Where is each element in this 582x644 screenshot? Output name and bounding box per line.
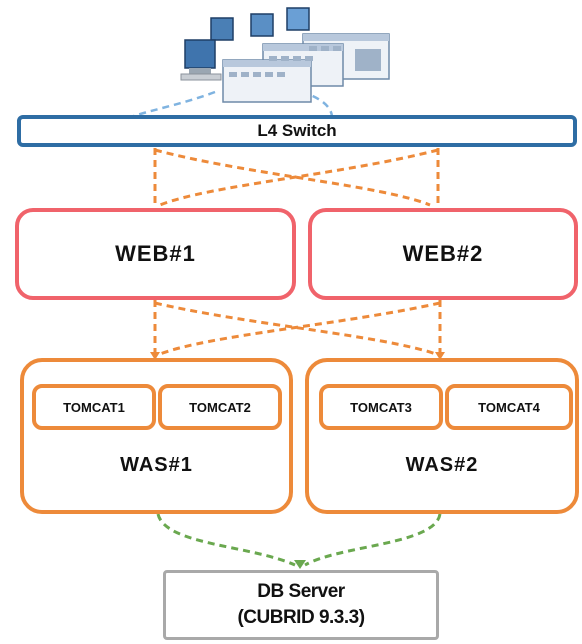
arrow-head (294, 560, 306, 569)
was-db-right (304, 513, 442, 567)
db-server-version: (CUBRID 9.3.3) (237, 607, 365, 628)
web-server-2: WEB#2 (308, 208, 578, 300)
client-link-left (127, 90, 216, 120)
was-db-left (156, 513, 296, 567)
arrow-head (435, 352, 445, 360)
web-server-2-label: WEB#2 (402, 241, 484, 266)
tomcat-1: TOMCAT1 (32, 384, 156, 430)
db-server: DB Server (CUBRID 9.3.3) (163, 570, 439, 640)
tomcat-4-label: TOMCAT4 (478, 399, 540, 415)
was-server-2-label: WAS#2 (405, 454, 479, 476)
was-server-1-label: WAS#1 (120, 454, 193, 476)
was-server-2: TOMCAT3 TOMCAT4 WAS#2 (305, 358, 579, 514)
l4-switch-label: L4 Switch (257, 121, 337, 140)
tomcat-2-label: TOMCAT2 (189, 399, 251, 415)
tomcat-4: TOMCAT4 (445, 384, 573, 430)
db-server-title: DB Server (257, 581, 345, 602)
l4-switch: L4 Switch (17, 115, 577, 147)
web-server-1: WEB#1 (15, 208, 296, 300)
web-was-cross2 (159, 301, 441, 356)
web-was-cross1 (154, 301, 437, 356)
tomcat-2: TOMCAT2 (158, 384, 282, 430)
arrow-head (150, 352, 160, 360)
tomcat-3-label: TOMCAT3 (350, 399, 412, 415)
was-server-1: TOMCAT1 TOMCAT2 WAS#1 (20, 358, 293, 514)
web-server-1-label: WEB#1 (115, 241, 196, 266)
switch-web-cross1 (154, 148, 431, 207)
tomcat-1-label: TOMCAT1 (63, 399, 125, 415)
client-computers-icon (180, 7, 390, 103)
switch-web-cross2 (159, 148, 439, 207)
tomcat-3: TOMCAT3 (319, 384, 443, 430)
